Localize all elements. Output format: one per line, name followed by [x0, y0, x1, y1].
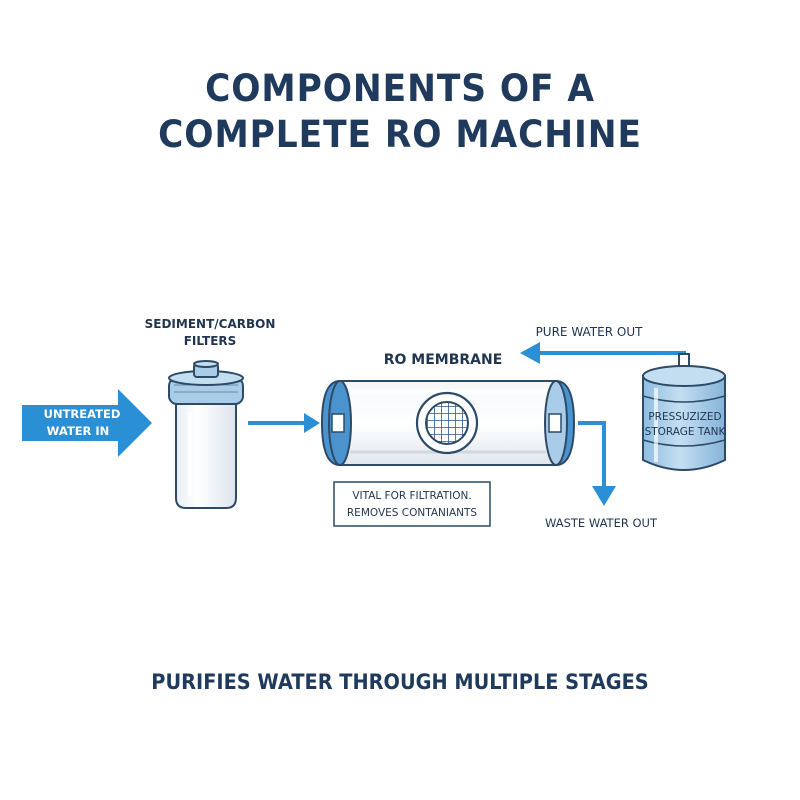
membrane-note-line-2: REMOVES CONTANIANTS — [347, 507, 478, 519]
pressurized-storage-tank-icon — [642, 353, 726, 471]
waste-water-label: WASTE WATER OUT — [545, 516, 658, 530]
title-line-2: COMPLETE RO MACHINE — [158, 113, 642, 156]
filter-label-line-1: SEDIMENT/CARBON — [145, 317, 276, 331]
untreated-water-inlet-arrow: UNTREATED WATER IN — [22, 389, 152, 457]
membrane-note-line-1: VITAL FOR FILTRATION. — [352, 490, 471, 502]
tank-label-line-1: PRESSUZIZED — [648, 411, 721, 423]
waste-water-arrow — [578, 421, 616, 506]
filter-label-line-2: FILTERS — [184, 334, 237, 348]
tank-label-line-2: STORAGE TANK — [645, 426, 727, 438]
title-line-1: COMPONENTS OF A — [205, 67, 595, 110]
diagram-footer: PURIFIES WATER THROUGH MULTIPLE STAGES — [151, 670, 649, 694]
sediment-carbon-filter-icon — [168, 360, 244, 509]
ro-membrane-icon — [320, 380, 576, 466]
pure-water-label: PURE WATER OUT — [536, 325, 644, 339]
inlet-label-line-1: UNTREATED — [44, 407, 121, 421]
membrane-note-box: VITAL FOR FILTRATION. REMOVES CONTANIANT… — [333, 481, 491, 527]
pure-water-arrow — [520, 342, 686, 364]
inlet-label-line-2: WATER IN — [47, 424, 110, 438]
flow-arrow-filter-to-membrane — [248, 413, 320, 433]
diagram-title: COMPONENTS OF A COMPLETE RO MACHINE — [28, 66, 772, 158]
ro-membrane-label: RO MEMBRANE — [384, 352, 503, 368]
